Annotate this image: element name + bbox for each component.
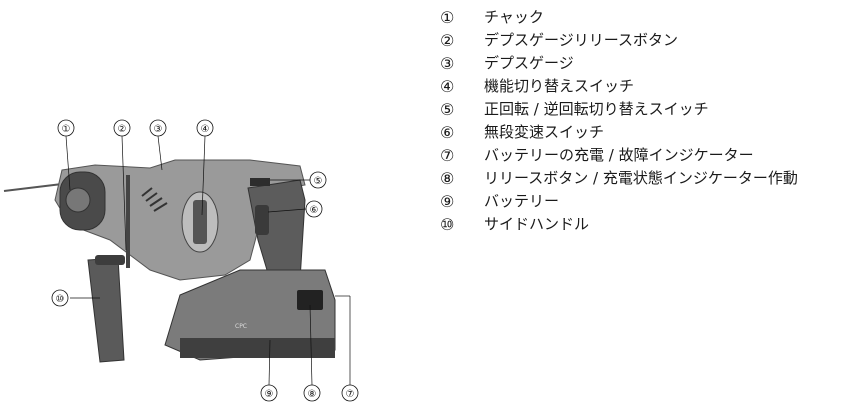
legend-number: ④ [440, 77, 455, 96]
callout-5: ⑤ [314, 176, 323, 187]
direction-switch [250, 178, 270, 186]
callout-7: ⑦ [346, 389, 355, 400]
legend-label: リリースボタン / 充電状態インジケーター作動 [484, 169, 798, 187]
legend-number: ② [440, 31, 455, 50]
legend-item: ⑤ 正回転 / 逆回転切り替えスイッチ [440, 98, 855, 121]
rotary-hammer-illustration: CPC ① ② ③ ④ ⑤ ⑥ ⑦ ⑧ ⑨ ⑩ [3, 119, 359, 402]
legend-number: ③ [440, 54, 455, 73]
legend-item: ③ デプスゲージ [440, 52, 855, 75]
legend-item: ⑦ バッテリーの充電 / 故障インジケーター [440, 144, 855, 167]
legend-item: ⑧ リリースボタン / 充電状態インジケーター作動 [440, 167, 855, 190]
legend-label: 正回転 / 逆回転切り替えスイッチ [484, 100, 709, 118]
legend-item: ① チャック [440, 6, 855, 29]
legend-label: デプスゲージ [484, 54, 574, 72]
battery-release-button [297, 290, 323, 310]
legend-number: ⑩ [440, 215, 455, 234]
callout-2: ② [118, 124, 127, 135]
callout-9: ⑨ [265, 389, 274, 400]
legend-number: ⑨ [440, 192, 455, 211]
legend-label: バッテリーの充電 / 故障インジケーター [484, 146, 754, 164]
battery-label: CPC [235, 323, 247, 330]
legend-label: 無段変速スイッチ [484, 123, 605, 141]
legend-label: サイドハンドル [484, 215, 590, 233]
legend-number: ⑥ [440, 123, 455, 142]
legend-label: バッテリー [484, 192, 560, 210]
callout-4: ④ [201, 124, 210, 135]
legend-label: チャック [484, 8, 544, 26]
legend-label: 機能切り替えスイッチ [484, 77, 635, 95]
callout-3: ③ [154, 124, 163, 135]
legend-item: ④ 機能切り替えスイッチ [440, 75, 855, 98]
battery [164, 269, 336, 361]
legend-label: デプスゲージリリースボタン [484, 31, 678, 49]
callout-6: ⑥ [310, 205, 319, 216]
legend-number: ① [440, 8, 455, 27]
drill-bit [3, 183, 63, 192]
callout-8: ⑧ [308, 389, 317, 400]
callouts: ① ② ③ ④ ⑤ ⑥ ⑦ ⑧ ⑨ ⑩ [51, 119, 359, 402]
legend-number: ⑤ [440, 100, 455, 119]
legend-number: ⑧ [440, 169, 455, 188]
motor-vents [141, 187, 168, 212]
callout-10: ⑩ [56, 294, 65, 305]
side-handle [87, 257, 125, 363]
legend-item: ② デプスゲージリリースボタン [440, 29, 855, 52]
legend-item: ⑩ サイドハンドル [440, 213, 855, 236]
callout-1: ① [62, 124, 71, 135]
parts-legend: ① チャック ② デプスゲージリリースボタン ③ デプスゲージ ④ 機能切り替え… [440, 6, 855, 236]
legend-item: ⑥ 無段変速スイッチ [440, 121, 855, 144]
legend-number: ⑦ [440, 146, 455, 165]
trigger [255, 205, 269, 235]
legend-item: ⑨ バッテリー [440, 190, 855, 213]
